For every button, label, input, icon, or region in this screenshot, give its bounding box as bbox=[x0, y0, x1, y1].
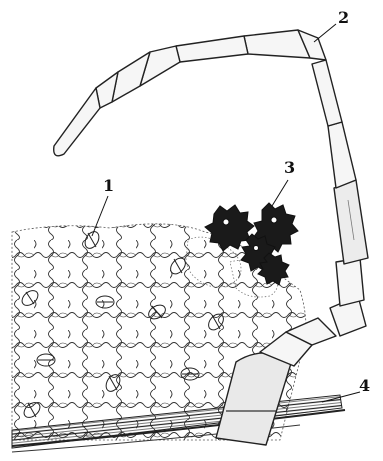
hair-cell bbox=[312, 60, 342, 126]
hair-cell bbox=[336, 258, 364, 306]
label-1: 1 bbox=[103, 178, 114, 194]
hair-tip-cell bbox=[54, 88, 100, 156]
leader-line-2 bbox=[314, 24, 336, 42]
leader-line-3 bbox=[272, 180, 288, 206]
label-2: 2 bbox=[338, 10, 349, 26]
hair-cell bbox=[176, 36, 248, 62]
label-4: 4 bbox=[359, 378, 370, 394]
label-3: 3 bbox=[284, 160, 295, 176]
hair-cell bbox=[328, 122, 356, 188]
